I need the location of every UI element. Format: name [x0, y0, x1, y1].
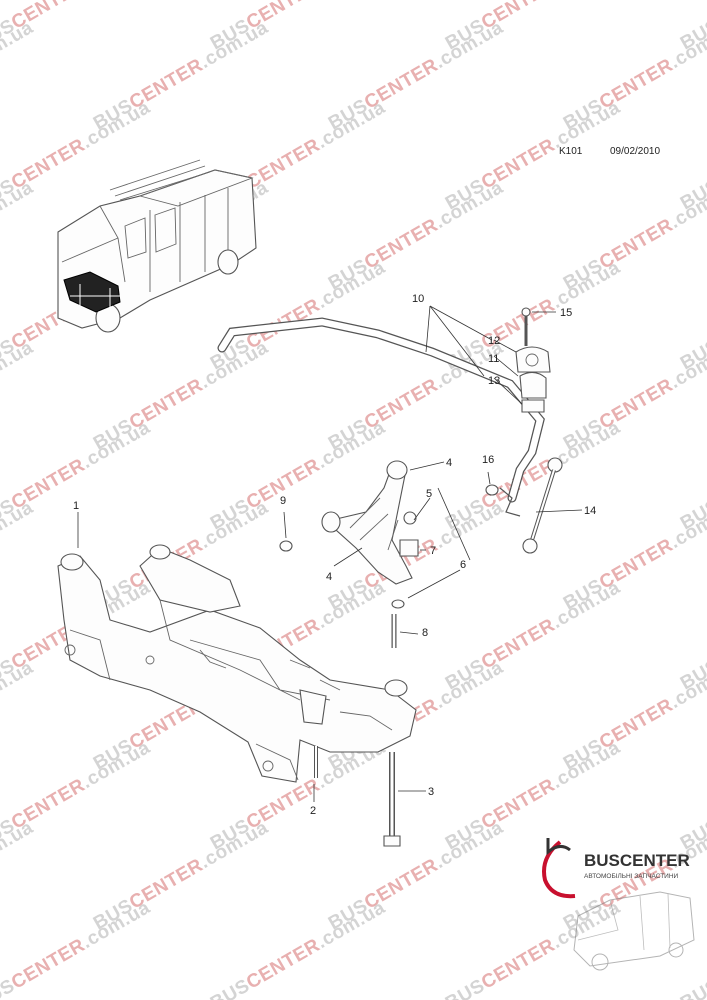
callout-4-bottom: 4	[326, 571, 332, 583]
stabilizer-bar	[217, 317, 545, 517]
callout-14: 14	[584, 505, 596, 517]
callout-12: 12	[488, 335, 500, 347]
callout-7: 7	[430, 545, 436, 557]
logo-tagline: АВТОМОБІЛЬНІ ЗАПЧАСТИНИ	[584, 873, 679, 880]
callout-13: 13	[488, 375, 500, 387]
callout-11: 11	[488, 353, 499, 365]
callout-6: 6	[460, 559, 466, 571]
callout-10: 10	[412, 293, 424, 305]
callout-2: 2	[310, 805, 316, 817]
callout-8: 8	[422, 627, 428, 639]
callout-16: 16	[482, 454, 494, 466]
control-arm	[279, 460, 419, 648]
diagram-date: 09/02/2010	[610, 146, 661, 157]
callout-5: 5	[426, 488, 432, 500]
leader-lines	[77, 305, 583, 802]
van-illustration	[57, 159, 257, 333]
bushing-clamp	[515, 307, 551, 413]
logo-van-sketch	[573, 891, 695, 971]
callout-3: 3	[428, 786, 434, 798]
diagram-code: K101	[559, 146, 583, 157]
stabilizer-link	[485, 457, 563, 554]
logo-name: BUSCENTER	[584, 851, 690, 870]
callout-1: 1	[73, 500, 79, 512]
callout-9: 9	[280, 495, 286, 507]
callout-15: 15	[560, 307, 572, 319]
callout-4-top: 4	[446, 457, 452, 469]
front-subframe	[57, 544, 417, 847]
callout-numbers: 1 2 3 4 4 5 6 7 8 9 10 11 12 13 14 15 16	[73, 293, 596, 817]
buscenter-logo: BUSCENTER АВТОМОБІЛЬНІ ЗАПЧАСТИНИ	[542, 838, 695, 971]
